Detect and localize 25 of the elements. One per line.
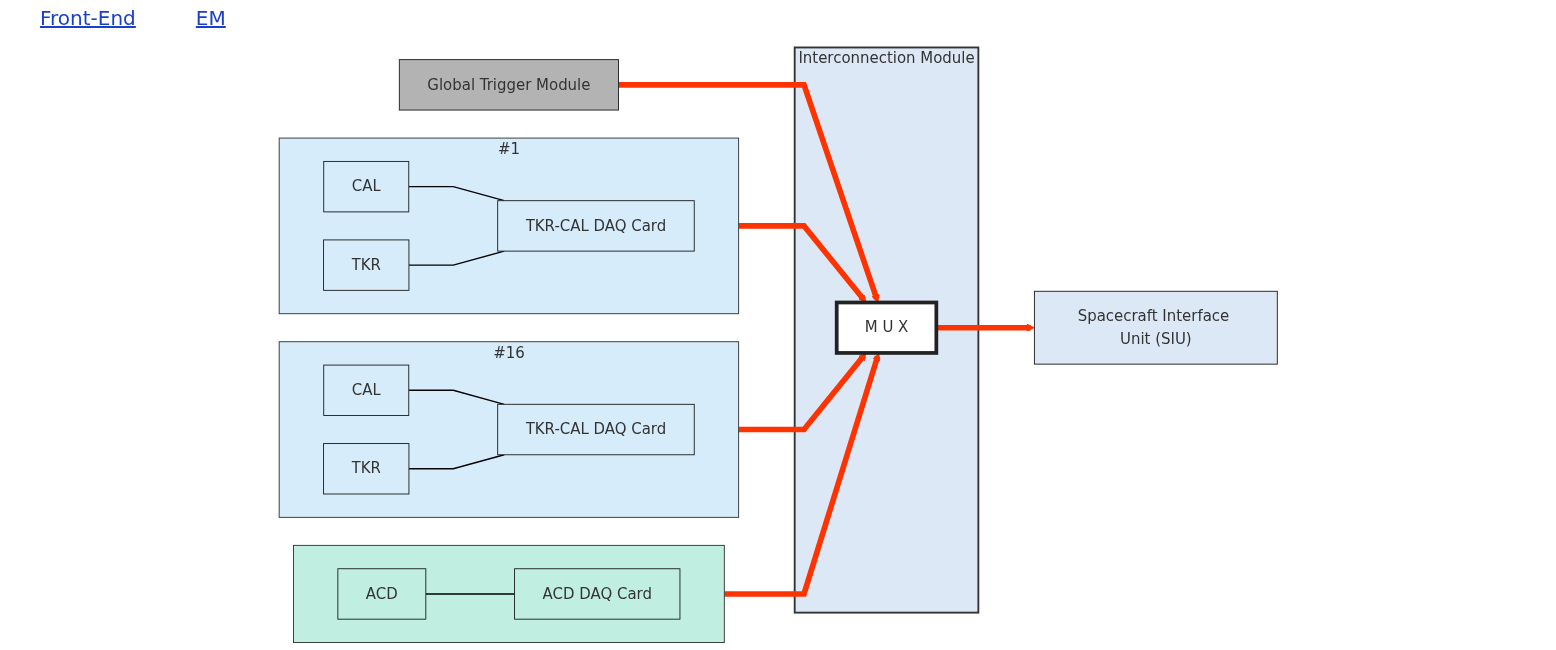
node-box: Spacecraft Interface Unit (SIU) [1033, 290, 1278, 365]
node-box: CAL [323, 160, 409, 213]
link-text: Front-End [40, 6, 136, 32]
link-text: EM [195, 6, 226, 32]
arrow [738, 352, 867, 433]
connector [407, 389, 505, 405]
node-box: TKR-CAL DAQ Card [496, 200, 695, 252]
arrow [724, 352, 881, 597]
cluster [278, 341, 739, 518]
arrow [618, 82, 880, 303]
node-box: M U X [834, 300, 938, 355]
arrow [738, 223, 867, 303]
node-box: ACD [337, 568, 426, 620]
node-box: CAL [323, 364, 409, 416]
cluster [278, 137, 739, 315]
node-box: Global Trigger Module [398, 59, 619, 111]
node-label: #1 [497, 139, 520, 158]
node-label: #16 [492, 343, 525, 362]
cluster [292, 544, 725, 643]
node-box: ACD DAQ Card [513, 568, 681, 620]
node-box: TKR [322, 443, 410, 495]
connector [407, 454, 505, 470]
node-box: TKR [322, 239, 410, 291]
connector [424, 593, 515, 595]
node-box: TKR-CAL DAQ Card [496, 403, 695, 456]
